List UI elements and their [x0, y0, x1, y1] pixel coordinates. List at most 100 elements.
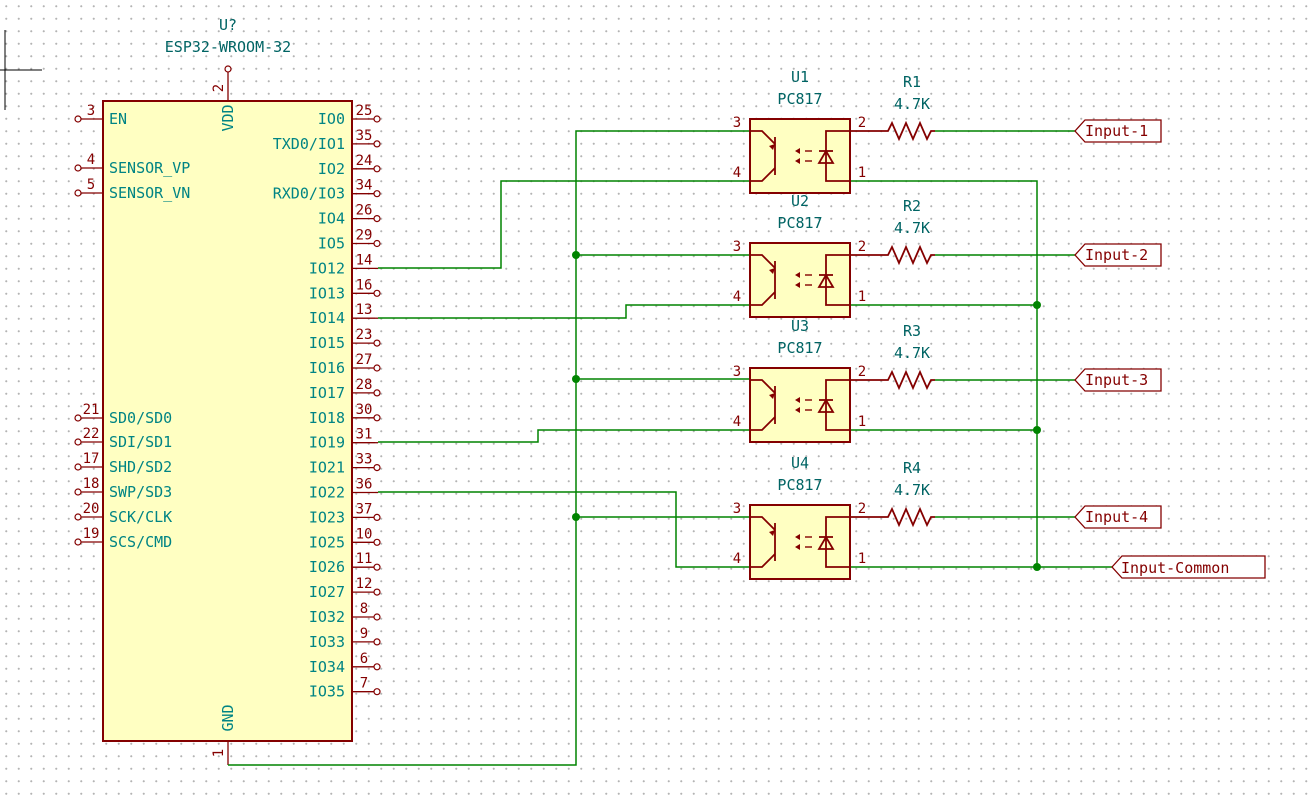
- label-input-4[interactable]: Input-4: [1074, 505, 1162, 529]
- pin-end[interactable]: [373, 165, 381, 173]
- optocoupler-u4[interactable]: U4 PC817 3 4 2 1: [733, 454, 866, 580]
- junction-dot: [572, 251, 580, 259]
- wire-gnd-bus[interactable]: [228, 130, 750, 766]
- emitter-arrow: [769, 144, 775, 150]
- pin-end[interactable]: [373, 538, 381, 546]
- pin-end[interactable]: [373, 688, 381, 696]
- pin-number: 25: [356, 103, 373, 119]
- pin-end[interactable]: [74, 538, 82, 546]
- pin-name: IO23: [309, 508, 345, 526]
- pin-end[interactable]: [373, 339, 381, 347]
- pin-end[interactable]: [373, 190, 381, 198]
- pin-end[interactable]: [373, 588, 381, 596]
- resistor-r1[interactable]: R1 4.7K: [850, 73, 935, 142]
- pin-end[interactable]: [373, 115, 381, 123]
- pin-name: IO4: [318, 210, 345, 228]
- pin-end[interactable]: [373, 513, 381, 522]
- opto-value: PC817: [777, 339, 822, 357]
- pin-end[interactable]: [74, 189, 82, 197]
- label-input-1[interactable]: Input-1: [1074, 119, 1162, 143]
- wire-io22-u4[interactable]: [378, 491, 750, 568]
- pin-end[interactable]: [74, 438, 82, 446]
- resistor-r4[interactable]: R4 4.7K: [850, 459, 935, 528]
- pin-end[interactable]: [373, 140, 381, 148]
- resistor-r2[interactable]: R2 4.7K: [850, 197, 935, 266]
- wire-io12-u1[interactable]: [378, 180, 750, 269]
- optocoupler-u2[interactable]: U2 PC817 3 4 2 1: [733, 192, 866, 318]
- pin-end[interactable]: [373, 239, 381, 248]
- pin-end[interactable]: [373, 289, 381, 297]
- pin-end[interactable]: [373, 663, 381, 671]
- pin-end[interactable]: [373, 638, 381, 646]
- pin-number: 24: [356, 153, 373, 169]
- pin-end[interactable]: [373, 464, 381, 472]
- opto-body[interactable]: [749, 504, 851, 580]
- opto-pin-number: 1: [858, 289, 866, 305]
- mcu-body[interactable]: [102, 100, 353, 742]
- pin-end[interactable]: [373, 563, 381, 571]
- pin-end[interactable]: [373, 414, 381, 422]
- optocoupler-u1[interactable]: U1 PC817 3 4 2 1: [733, 68, 866, 194]
- pin-name: IO13: [309, 284, 345, 302]
- pin-end[interactable]: [373, 364, 381, 372]
- resistor-zigzag-icon: [850, 244, 935, 266]
- pin-end[interactable]: [74, 488, 82, 496]
- resistor-r3[interactable]: R3 4.7K: [850, 322, 935, 391]
- pin-name: SDI/SD1: [109, 433, 172, 451]
- wire-io14-u2[interactable]: [378, 304, 750, 319]
- label-input-common[interactable]: Input-Common: [1111, 555, 1266, 579]
- pin-end[interactable]: [74, 164, 82, 172]
- pin-end[interactable]: [74, 115, 82, 123]
- pin-end[interactable]: [373, 613, 381, 621]
- optocoupler-u3[interactable]: U3 PC817 3 4 2 1: [733, 317, 866, 443]
- label-input-3[interactable]: Input-3: [1074, 368, 1162, 392]
- pin-end[interactable]: [373, 389, 381, 397]
- wire-io19-u3[interactable]: [378, 429, 750, 443]
- pin-name: IO35: [309, 683, 345, 701]
- led-leads: [825, 516, 850, 568]
- label-input-2[interactable]: Input-2: [1074, 243, 1162, 267]
- resistor-zigzag-icon: [850, 506, 935, 528]
- pin-end[interactable]: [74, 414, 82, 422]
- vdd-pin-end[interactable]: [224, 65, 232, 73]
- pin-end[interactable]: [74, 513, 82, 521]
- pin-end[interactable]: [373, 215, 381, 223]
- pin-end[interactable]: [74, 463, 82, 471]
- wire-common-bus[interactable]: [850, 180, 1038, 567]
